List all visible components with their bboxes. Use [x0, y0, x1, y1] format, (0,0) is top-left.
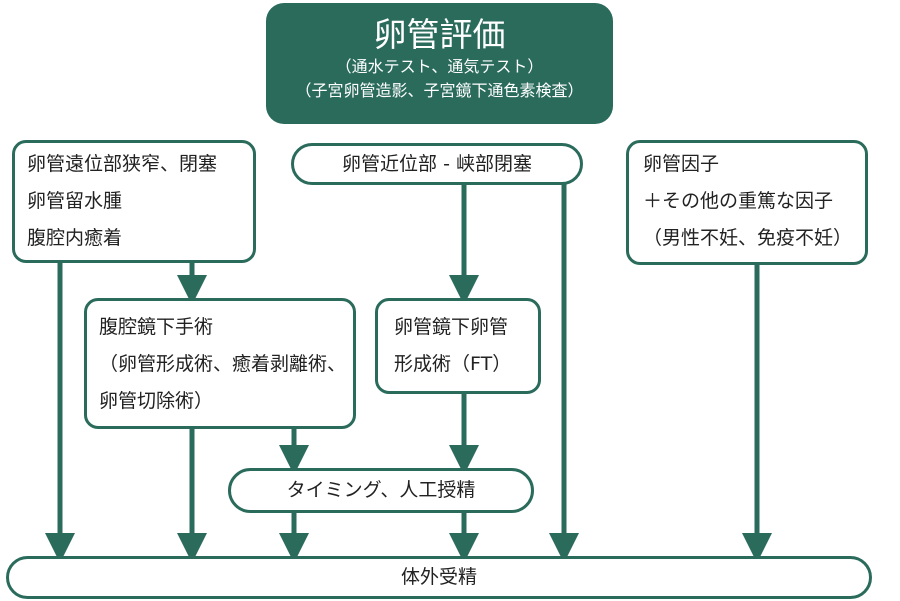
tubal-evaluation-subtitle-1: （通水テスト、通気テスト）: [335, 57, 544, 76]
ivf-label: 体外受精: [400, 566, 477, 588]
laparoscopic-surgery-node: 腹腔鏡下手術 （卵管形成術、癒着剥離術、 卵管切除術）: [84, 298, 356, 429]
distal-obstruction-node: 卵管遠位部狭窄、閉塞 卵管留水腫 腹腔内癒着: [12, 140, 256, 263]
falloposcopic-tuboplasty-line-1: 卵管鏡下卵管: [394, 316, 509, 338]
tubal-evaluation-node: 卵管評価 （通水テスト、通気テスト） （子宮卵管造影、子宮鏡下通色素検査）: [266, 3, 613, 124]
tubal-evaluation-title: 卵管評価: [373, 15, 506, 54]
male-factor-node: 卵管因子 ＋その他の重篤な因子 （男性不妊、免疫不妊）: [626, 140, 868, 265]
proximal-obstruction-node: 卵管近位部 - 峡部閉塞: [291, 143, 583, 185]
falloposcopic-tuboplasty-node: 卵管鏡下卵管 形成術（FT）: [375, 298, 541, 394]
distal-obstruction-line-1: 卵管遠位部狭窄、閉塞: [27, 153, 218, 175]
male-factor-line-2: ＋その他の重篤な因子: [643, 190, 834, 212]
laparoscopic-surgery-line-1: 腹腔鏡下手術: [99, 316, 214, 338]
laparoscopic-surgery-line-2: （卵管形成術、癒着剥離術、: [99, 353, 347, 375]
timing-insemination-label: タイミング、人工授精: [286, 479, 476, 501]
ivf-node: 体外受精: [6, 556, 872, 599]
distal-obstruction-line-2: 卵管留水腫: [27, 190, 123, 212]
tubal-evaluation-subtitle-2: （子宮卵管造影、子宮鏡下通色素検査）: [295, 81, 584, 100]
male-factor-line-3: （男性不妊、免疫不妊）: [643, 227, 853, 249]
male-factor-line-1: 卵管因子: [643, 153, 720, 175]
proximal-obstruction-label: 卵管近位部 - 峡部閉塞: [342, 152, 532, 175]
timing-insemination-node: タイミング、人工授精: [228, 468, 534, 513]
laparoscopic-surgery-line-3: 卵管切除術）: [99, 390, 214, 412]
falloposcopic-tuboplasty-line-2: 形成術（FT）: [394, 353, 512, 375]
distal-obstruction-line-3: 腹腔内癒着: [27, 227, 123, 249]
